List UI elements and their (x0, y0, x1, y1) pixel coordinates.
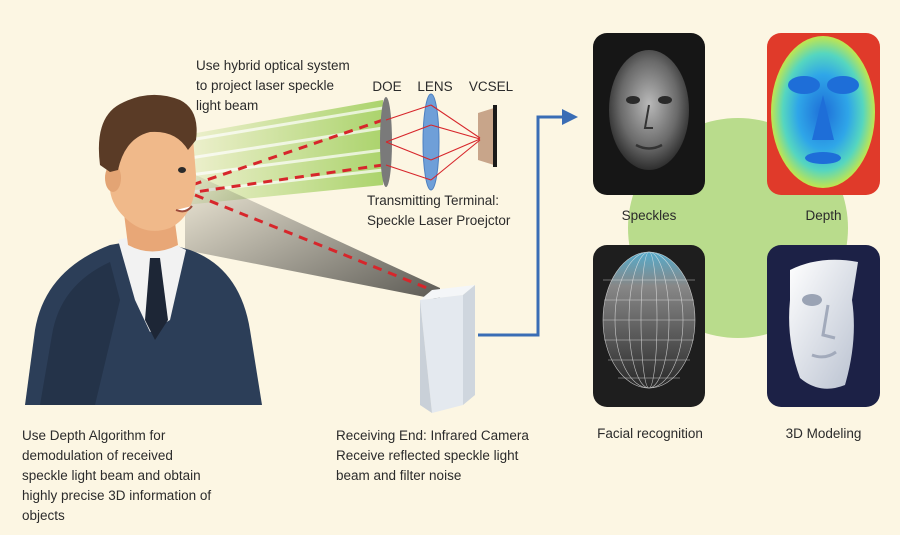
vcsel-element (478, 108, 494, 165)
facial-recognition-label: Facial recognition (597, 426, 703, 441)
algorithm-caption: Use Depth Algorithm for demodulation of … (22, 428, 212, 523)
speckles-label: Speckles (621, 208, 677, 223)
doe-label: DOE (372, 79, 402, 94)
speckles-image (593, 33, 705, 195)
3d-modeling-image (767, 245, 880, 407)
person-illustration (25, 94, 262, 405)
arrow-head (562, 109, 578, 125)
depth-label: Depth (805, 208, 842, 223)
receiving-caption: Receiving End: Infrared Camera Receive r… (336, 428, 529, 483)
internal-rays (385, 104, 481, 181)
flow-arrow (478, 115, 565, 337)
depth-image (767, 33, 880, 195)
facial-recognition-image (593, 245, 705, 407)
infrared-camera (420, 285, 475, 413)
hybrid-optical-caption: Use hybrid optical system to project las… (196, 58, 350, 113)
transmitting-caption: Transmitting Terminal: Speckle Laser Pro… (367, 193, 511, 228)
lens-label: LENS (417, 79, 453, 94)
vcsel-label: VCSEL (468, 79, 514, 94)
3d-modeling-label: 3D Modeling (785, 426, 862, 441)
laser-lines (191, 118, 433, 292)
lens-element (422, 93, 440, 191)
